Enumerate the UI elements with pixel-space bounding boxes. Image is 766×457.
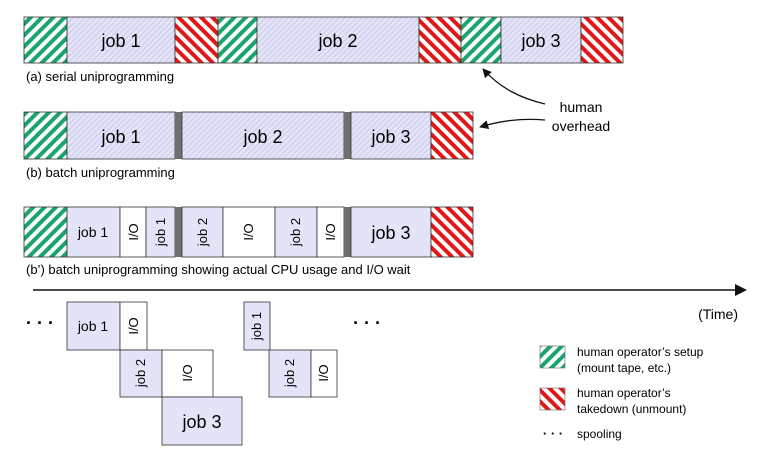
batch-gap	[175, 112, 182, 159]
setup-block	[23, 16, 68, 64]
job-label: job 2	[195, 218, 210, 247]
takedown-block	[580, 16, 624, 64]
io-label: I/O	[180, 364, 195, 381]
timeline: (Time) · · · · · ·	[26, 284, 747, 333]
io-block	[119, 206, 147, 258]
legend-spooling-marker: · · ·	[543, 426, 563, 441]
row-caption: (a) serial uniprogramming	[26, 69, 174, 84]
legend-setup-line-1: human operator’s setup	[577, 345, 704, 359]
job-block	[243, 301, 271, 351]
job-block	[66, 16, 176, 64]
annotation-line-2: overhead	[552, 118, 610, 134]
job-block	[181, 111, 345, 160]
time-axis-arrowhead	[735, 284, 747, 296]
batch-gap	[344, 112, 351, 159]
job-label: job 3	[520, 31, 560, 51]
human-overhead-annotation: human overhead	[479, 68, 610, 134]
job-label: job 3	[370, 223, 410, 243]
annotation-line-1: human	[560, 99, 603, 115]
takedown-block	[430, 206, 474, 258]
arrow-to-row-a	[482, 68, 546, 105]
setup-block	[23, 206, 68, 258]
batch-gap	[344, 207, 351, 257]
spooling-blocks: job 1 I/O job 2 I/O job 3 job 1 job 2 I/…	[66, 301, 338, 446]
job-label: job 1	[100, 31, 140, 51]
job-block	[256, 16, 420, 64]
job-label: job 1	[249, 312, 264, 341]
takedown-block	[430, 111, 474, 160]
job-label: job 3	[370, 127, 410, 147]
io-block	[316, 206, 345, 258]
job-label: job 1	[100, 127, 140, 147]
row-a-serial: job 1 job 2 job 3 (a) serial uniprogramm…	[23, 16, 624, 84]
job-block	[274, 206, 318, 258]
job-label: job 2	[288, 218, 303, 247]
job-block	[66, 111, 176, 160]
row-caption: (b) batch uniprogramming	[26, 165, 175, 180]
takedown-block	[418, 16, 462, 64]
job-label: job 2	[133, 359, 148, 388]
io-block	[310, 349, 338, 398]
io-block	[119, 301, 148, 351]
job-label: job 2	[242, 127, 282, 147]
takedown-block	[174, 16, 219, 64]
io-label: I/O	[323, 223, 338, 240]
time-label: (Time)	[698, 306, 738, 322]
job-label: job 3	[181, 412, 221, 432]
io-label: I/O	[241, 223, 256, 240]
job-label: job 1	[77, 224, 109, 240]
batch-gap	[175, 207, 182, 257]
job-block	[181, 206, 224, 258]
row-caption: (b’) batch uniprogramming showing actual…	[26, 262, 411, 277]
legend-setup-line-2: (mount tape, etc.)	[577, 361, 671, 375]
job-block	[145, 206, 176, 258]
io-label: I/O	[126, 317, 141, 334]
legend-setup-swatch	[539, 345, 566, 369]
legend-spooling-label: spooling	[577, 427, 622, 441]
ellipsis-left: · · ·	[26, 313, 54, 333]
setup-block	[217, 16, 258, 64]
job-block	[500, 16, 582, 64]
job-block	[350, 206, 432, 258]
job-block	[66, 206, 121, 258]
arrow-to-row-b	[479, 118, 546, 130]
job-block	[161, 396, 243, 446]
row-b-batch: job 1 job 2 job 3 (b) batch uniprogrammi…	[23, 111, 474, 180]
legend-takedown-swatch	[539, 387, 566, 411]
legend: human operator’s setup (mount tape, etc.…	[539, 345, 704, 441]
setup-block	[23, 111, 68, 160]
job-block	[268, 349, 312, 398]
io-label: I/O	[316, 364, 331, 381]
job-label: job 2	[317, 31, 357, 51]
row-b-prime: job 1 I/O job 1 job 2 I/O job 2 I/O job …	[23, 206, 474, 277]
job-label: job 1	[77, 318, 109, 334]
io-label: I/O	[126, 223, 141, 240]
legend-takedown-line-2: takedown (unmount)	[577, 402, 686, 416]
legend-takedown-line-1: human operator’s	[577, 386, 671, 400]
io-block	[161, 349, 214, 398]
ellipsis-right: · · ·	[353, 313, 381, 333]
job-block	[350, 111, 432, 160]
job-label: job 1	[153, 218, 168, 247]
job-block	[119, 349, 163, 398]
job-label: job 2	[282, 359, 297, 388]
setup-block	[460, 16, 502, 64]
job-block	[66, 301, 121, 351]
